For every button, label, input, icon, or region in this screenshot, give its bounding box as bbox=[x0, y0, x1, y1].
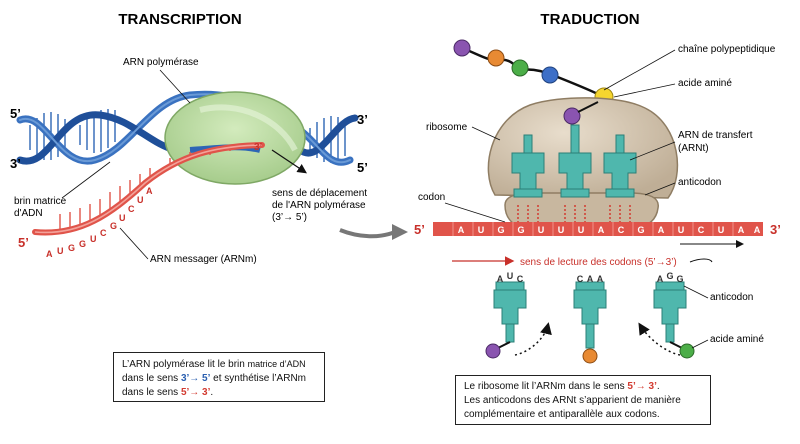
svg-text:U: U bbox=[578, 225, 585, 235]
svg-text:U: U bbox=[57, 246, 64, 256]
svg-text:A: A bbox=[658, 225, 665, 235]
svg-text:G: G bbox=[497, 225, 504, 235]
free-trna-anticodons: A U C C A A A G G bbox=[497, 271, 684, 284]
amino-acid-label: acide aminé bbox=[678, 78, 732, 89]
rna-polymerase-label: ARN polymérase bbox=[123, 57, 199, 68]
template-strand-label-2: d'ADN bbox=[14, 208, 43, 219]
transcription-title: TRANSCRIPTION bbox=[118, 11, 241, 28]
svg-text:A: A bbox=[46, 249, 53, 259]
ribosome-label: ribosome bbox=[426, 122, 468, 133]
messenger-rna-label: ARN messager (ARNm) bbox=[150, 254, 257, 265]
svg-text:A: A bbox=[657, 274, 664, 284]
translation-caption: Le ribosome lit l’ARNm dans le sens 5’→ … bbox=[455, 375, 711, 425]
codon-label: codon bbox=[418, 192, 445, 203]
svg-text:G: G bbox=[676, 274, 683, 284]
svg-text:G: G bbox=[517, 225, 524, 235]
free-amino-acid-label: acide aminé bbox=[710, 334, 764, 345]
svg-text:A: A bbox=[754, 225, 761, 235]
svg-text:C: C bbox=[698, 225, 705, 235]
direction-label-3: (3’→ 5’) bbox=[272, 212, 307, 223]
free-anticodon-label: anticodon bbox=[710, 292, 753, 303]
trna-label-1: ARN de transfert bbox=[678, 130, 753, 141]
rna-end-5: 5’ bbox=[18, 235, 29, 250]
mrna-strip: A U G G U U U A C G A U C U A A bbox=[433, 222, 763, 236]
template-strand-label-1: brin matrice bbox=[14, 196, 67, 207]
svg-text:A: A bbox=[497, 274, 504, 284]
svg-text:C: C bbox=[577, 274, 584, 284]
svg-text:U: U bbox=[90, 234, 97, 244]
translation-title: TRADUCTION bbox=[540, 11, 639, 28]
svg-text:A: A bbox=[146, 186, 153, 196]
rna-letters: A U G G U C G U C U A bbox=[46, 186, 153, 259]
svg-text:G: G bbox=[79, 239, 86, 249]
direction-label-2: de l'ARN polymérase bbox=[272, 200, 366, 211]
svg-text:A: A bbox=[458, 225, 465, 235]
svg-text:C: C bbox=[517, 274, 524, 284]
svg-text:C: C bbox=[128, 204, 135, 214]
messenger-rna-strand bbox=[32, 142, 265, 236]
svg-text:G: G bbox=[666, 271, 673, 281]
svg-text:U: U bbox=[678, 225, 685, 235]
svg-text:C: C bbox=[618, 225, 625, 235]
polypeptide-chain bbox=[453, 39, 614, 107]
rna-end-3: 3’ bbox=[254, 142, 263, 153]
dna-end-5-top: 5’ bbox=[10, 106, 21, 121]
transcription-caption: L’ARN polymérase lit le brin matrice d’A… bbox=[113, 352, 325, 402]
svg-text:G: G bbox=[637, 225, 644, 235]
svg-text:U: U bbox=[137, 195, 144, 205]
mrna-end-5: 5’ bbox=[414, 222, 425, 237]
rna-polymerase bbox=[164, 91, 306, 185]
free-trnas bbox=[485, 281, 695, 364]
trna-label-2: (ARNt) bbox=[678, 143, 709, 154]
direction-label-1: sens de déplacement bbox=[272, 188, 367, 199]
anticodon-label: anticodon bbox=[678, 177, 721, 188]
polypeptide-label: chaîne polypeptidique bbox=[678, 44, 776, 55]
svg-text:A: A bbox=[587, 274, 594, 284]
svg-text:U: U bbox=[507, 271, 514, 281]
dna-end-5-right: 5’ bbox=[357, 160, 368, 175]
mrna-end-3: 3’ bbox=[770, 222, 781, 237]
svg-text:U: U bbox=[119, 213, 126, 223]
svg-text:U: U bbox=[558, 225, 565, 235]
svg-text:U: U bbox=[478, 225, 485, 235]
svg-text:U: U bbox=[538, 225, 545, 235]
svg-text:G: G bbox=[110, 221, 117, 231]
dna-end-3-left: 3’ bbox=[10, 156, 21, 171]
reading-direction-label: sens de lecture des codons (5’→3’) bbox=[520, 257, 677, 268]
svg-text:A: A bbox=[738, 225, 745, 235]
svg-text:C: C bbox=[100, 228, 107, 238]
svg-text:U: U bbox=[718, 225, 725, 235]
transition-arrow bbox=[392, 224, 408, 240]
svg-text:G: G bbox=[68, 243, 75, 253]
dna-end-3-right: 3’ bbox=[357, 112, 368, 127]
svg-text:A: A bbox=[597, 274, 604, 284]
ribosome-trnas bbox=[511, 124, 637, 198]
svg-text:A: A bbox=[598, 225, 605, 235]
